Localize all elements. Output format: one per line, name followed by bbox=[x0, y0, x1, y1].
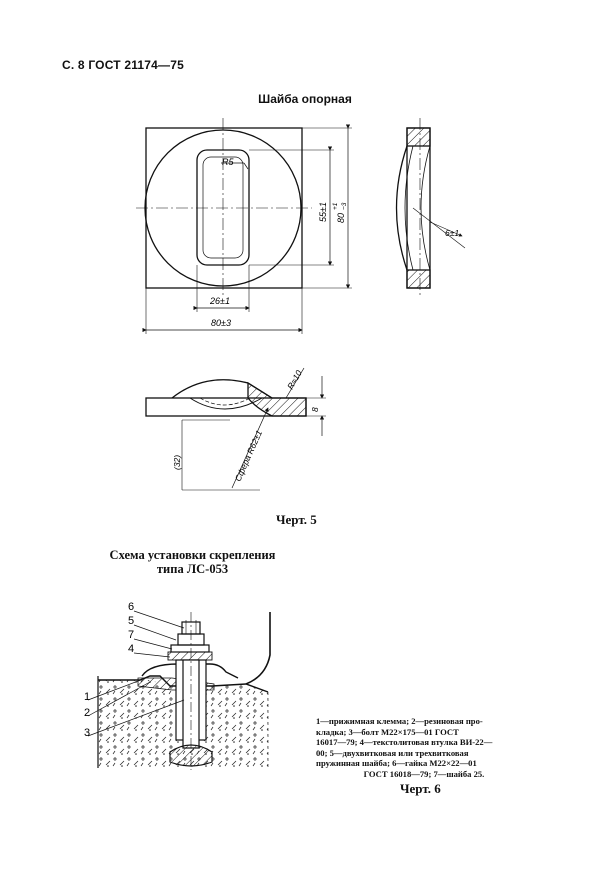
callout-5: 5 bbox=[128, 615, 134, 627]
figure6-legend: 1—прижимная клемма; 2—резиновая про- кла… bbox=[316, 716, 532, 780]
callout-4: 4 bbox=[128, 643, 134, 655]
legend-line: ГОСТ 16018—79; 7—шайба 25. bbox=[363, 768, 485, 779]
dim-width-inner: 26±1 bbox=[209, 296, 230, 306]
figure6-title-line2: типа ЛС-053 bbox=[156, 562, 229, 576]
dim-side: 6±1 bbox=[445, 228, 459, 238]
dim-sphere-big: Сфера R62±1 bbox=[233, 428, 265, 482]
figure6-caption: Черт. 6 bbox=[400, 781, 441, 796]
callout-3: 3 bbox=[84, 727, 90, 739]
dim-depth: (32) bbox=[172, 455, 182, 470]
callout-6: 6 bbox=[128, 601, 134, 613]
figure5-caption: Черт. 5 bbox=[276, 512, 317, 527]
dim-height-inner: 55±1 bbox=[318, 202, 328, 222]
callout-2: 2 bbox=[84, 707, 90, 719]
legend-line: 1—прижимная клемма; 2—резиновая про- bbox=[316, 716, 483, 726]
dim-height-outer-tol-upper: +1 bbox=[332, 202, 339, 210]
plan-view bbox=[136, 118, 352, 334]
callout-1: 1 bbox=[84, 691, 90, 703]
legend-line: 16017—79; 4—текстолитовая втулка ВИ-22— bbox=[316, 737, 493, 748]
figure6-callouts: 6 5 7 4 1 2 3 bbox=[84, 601, 134, 739]
legend-line: кладка; 3—болт М22×175—01 ГОСТ bbox=[316, 726, 459, 737]
dim-height-outer-tol-lower: −3 bbox=[341, 202, 348, 210]
figure6-title: Схема установки скрепления типа ЛС-053 bbox=[100, 548, 285, 576]
page-header: С. 8 ГОСТ 21174—75 bbox=[62, 58, 185, 72]
callout-7: 7 bbox=[128, 629, 134, 641]
legend-line: 00; 5—двухвитковая или трехвитковая bbox=[316, 747, 469, 758]
figure6-drawing bbox=[87, 610, 271, 770]
legend-line: пружинная шайба; 6—гайка М22×22—01 bbox=[316, 758, 477, 769]
dim-height-outer: 80 bbox=[336, 213, 346, 223]
side-view bbox=[395, 118, 466, 298]
dim-width-outer: 80±3 bbox=[211, 318, 231, 328]
section-view bbox=[145, 367, 326, 491]
dim-thickness: 8 bbox=[310, 407, 320, 412]
figure6-title-line1: Схема установки скрепления bbox=[109, 548, 276, 562]
dim-sphere-small: R≈10 bbox=[285, 368, 304, 391]
dim-radius: R5 bbox=[222, 157, 234, 167]
figure5-title: Шайба опорная bbox=[258, 92, 352, 106]
